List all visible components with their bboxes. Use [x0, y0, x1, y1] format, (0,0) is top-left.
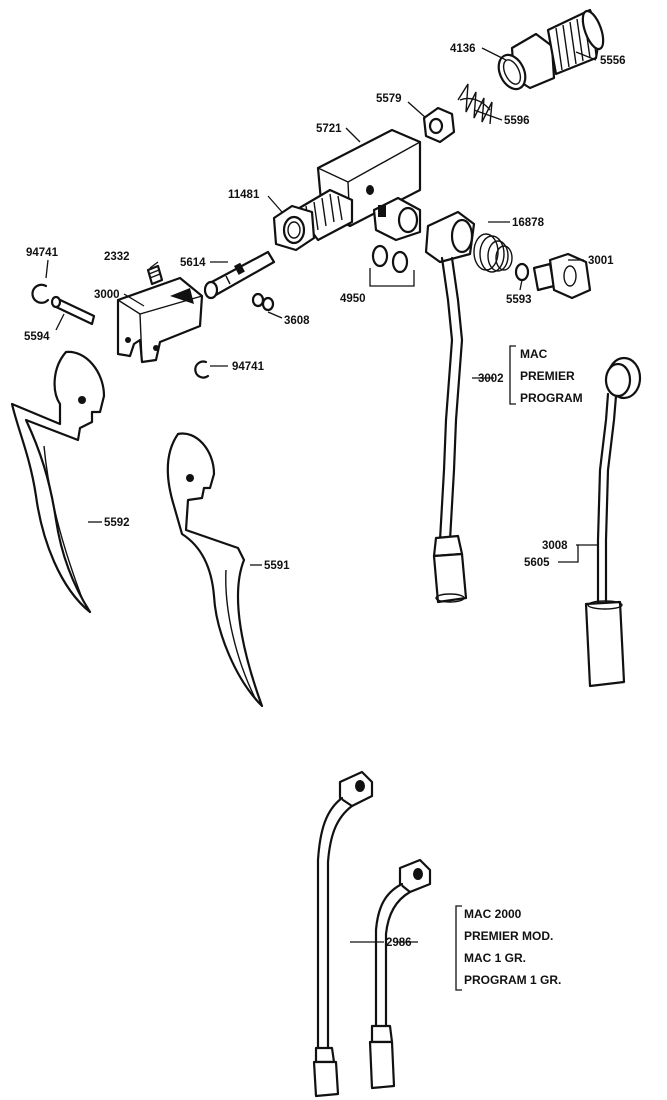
model-line-2: PREMIER MOD.: [464, 929, 553, 943]
leader-lines: [45, 47, 598, 991]
label-5596: 5596: [504, 115, 530, 127]
part-3001-cap-bolt: [532, 252, 592, 300]
model-group-mac-2000: MAC 2000 PREMIER MOD. MAC 1 GR. PROGRAM …: [464, 907, 561, 987]
part-94741-clip-upper: [31, 283, 50, 304]
part-4950-valve-fitting: [372, 196, 422, 242]
part-11481-lock-nut: [272, 204, 316, 252]
model-line-2: PREMIER: [520, 369, 575, 383]
label-3008: 3008: [542, 540, 568, 552]
part-94741-clip-lower: [194, 360, 210, 379]
part-5591-lever: [166, 432, 264, 708]
model-line-3: PROGRAM: [520, 391, 583, 405]
label-5594: 5594: [24, 331, 50, 343]
part-3608-o-ring-1: [251, 292, 265, 308]
part-2986-wand-large: [312, 770, 374, 1098]
label-5721: 5721: [316, 123, 342, 135]
label-5579: 5579: [376, 93, 402, 105]
part-4950-o-ring-2: [391, 250, 409, 274]
label-2332: 2332: [104, 251, 130, 263]
label-3000: 3000: [94, 289, 120, 301]
label-5593: 5593: [506, 294, 532, 306]
part-5614-plunger: [203, 250, 276, 300]
model-group-mac-premier: MAC PREMIER PROGRAM: [520, 347, 583, 405]
label-4950: 4950: [340, 293, 366, 305]
part-labels: 4136 5556 5579 5596 5721 11481 16878 300…: [24, 43, 626, 949]
label-5605: 5605: [524, 557, 550, 569]
model-line-1: MAC: [520, 347, 548, 361]
part-16878-spring: [473, 233, 513, 273]
part-3000-clevis: [116, 276, 204, 364]
part-5593-washer: [514, 262, 530, 282]
label-16878: 16878: [512, 217, 545, 229]
part-5594-pin: [50, 295, 96, 326]
part-3608-o-ring-2: [261, 296, 275, 312]
part-4136-o-ring: [497, 53, 527, 91]
part-5579-hex-nut: [422, 106, 456, 144]
part-5592-lever: [10, 350, 106, 614]
model-line-1: MAC 2000: [464, 907, 522, 921]
part-3002-steam-wand: [424, 210, 476, 604]
label-5591: 5591: [264, 560, 290, 572]
label-5556: 5556: [600, 55, 626, 67]
model-line-3: MAC 1 GR.: [464, 951, 526, 965]
label-94741-lower: 94741: [232, 361, 265, 373]
part-5596-spring: [457, 83, 493, 125]
label-4136: 4136: [450, 43, 476, 55]
part-4950-o-ring-1: [371, 244, 389, 268]
model-line-4: PROGRAM 1 GR.: [464, 973, 561, 987]
label-2986: 2986: [386, 937, 412, 949]
part-2332-set-screw: [146, 264, 164, 286]
label-11481: 11481: [228, 189, 260, 201]
label-5592: 5592: [104, 517, 130, 529]
label-3001: 3001: [588, 255, 614, 267]
label-3002: 3002: [478, 373, 504, 385]
label-5614: 5614: [180, 257, 206, 269]
label-94741-upper: 94741: [26, 247, 59, 259]
label-3608: 3608: [284, 315, 310, 327]
part-2986-wand-small: [368, 858, 432, 1090]
part-3008-steam-wand: [584, 356, 642, 688]
